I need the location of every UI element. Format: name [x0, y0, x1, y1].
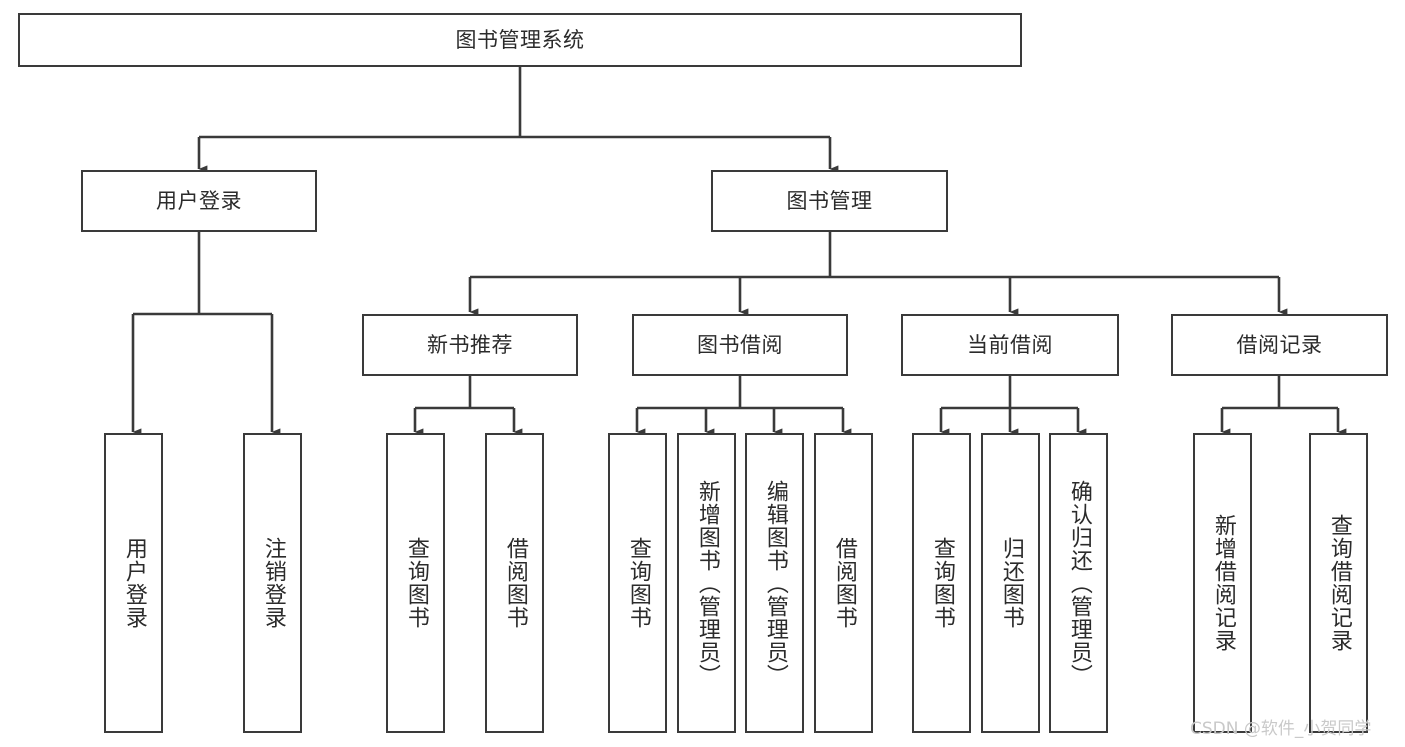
node-label: 归还图书	[998, 537, 1024, 629]
node-new-book-recommendation[interactable]: 新书推荐	[362, 314, 578, 376]
node-label: 图书借阅	[697, 332, 783, 357]
leaf-logout[interactable]: 注销登录	[243, 433, 302, 733]
node-book-borrowing[interactable]: 图书借阅	[632, 314, 848, 376]
node-current-borrowing[interactable]: 当前借阅	[901, 314, 1119, 376]
node-label: 图书管理	[786, 188, 873, 213]
node-label: 新增借阅记录	[1210, 514, 1236, 652]
leaf-edit-book-admin[interactable]: 编辑图书（管理员）	[745, 433, 804, 733]
node-label: 查询图书	[929, 537, 955, 629]
node-label: 借阅图书	[502, 537, 528, 629]
node-label: 查询图书	[403, 537, 429, 629]
leaf-add-borrow-record[interactable]: 新增借阅记录	[1193, 433, 1252, 733]
node-book-management[interactable]: 图书管理	[711, 170, 948, 232]
node-label: 新书推荐	[427, 332, 513, 357]
leaf-borrow-books-newbook[interactable]: 借阅图书	[485, 433, 544, 733]
node-label: 当前借阅	[967, 332, 1053, 357]
node-label: 注销登录	[260, 537, 286, 629]
node-borrowing-records[interactable]: 借阅记录	[1171, 314, 1388, 376]
node-label: 借阅图书	[831, 537, 857, 629]
node-label: 确认归还（管理员）	[1066, 479, 1092, 687]
leaf-query-books-current[interactable]: 查询图书	[912, 433, 971, 733]
node-label: 图书管理系统	[455, 27, 585, 52]
node-label: 查询借阅记录	[1326, 514, 1352, 652]
node-label: 编辑图书（管理员）	[762, 479, 788, 687]
leaf-user-login[interactable]: 用户登录	[104, 433, 163, 733]
node-label: 用户登录	[156, 188, 242, 213]
leaf-query-books-borrow[interactable]: 查询图书	[608, 433, 667, 733]
leaf-return-books[interactable]: 归还图书	[981, 433, 1040, 733]
node-user-login[interactable]: 用户登录	[81, 170, 317, 232]
node-book-management-system[interactable]: 图书管理系统	[18, 13, 1022, 67]
node-label: 用户登录	[121, 537, 147, 629]
node-label: 新增图书（管理员）	[694, 479, 720, 687]
leaf-query-borrow-record[interactable]: 查询借阅记录	[1309, 433, 1368, 733]
leaf-borrow-books[interactable]: 借阅图书	[814, 433, 873, 733]
node-label: 查询图书	[625, 537, 651, 629]
leaf-confirm-return-admin[interactable]: 确认归还（管理员）	[1049, 433, 1108, 733]
leaf-query-books-newbook[interactable]: 查询图书	[386, 433, 445, 733]
node-label: 借阅记录	[1236, 332, 1323, 357]
leaf-add-book-admin[interactable]: 新增图书（管理员）	[677, 433, 736, 733]
